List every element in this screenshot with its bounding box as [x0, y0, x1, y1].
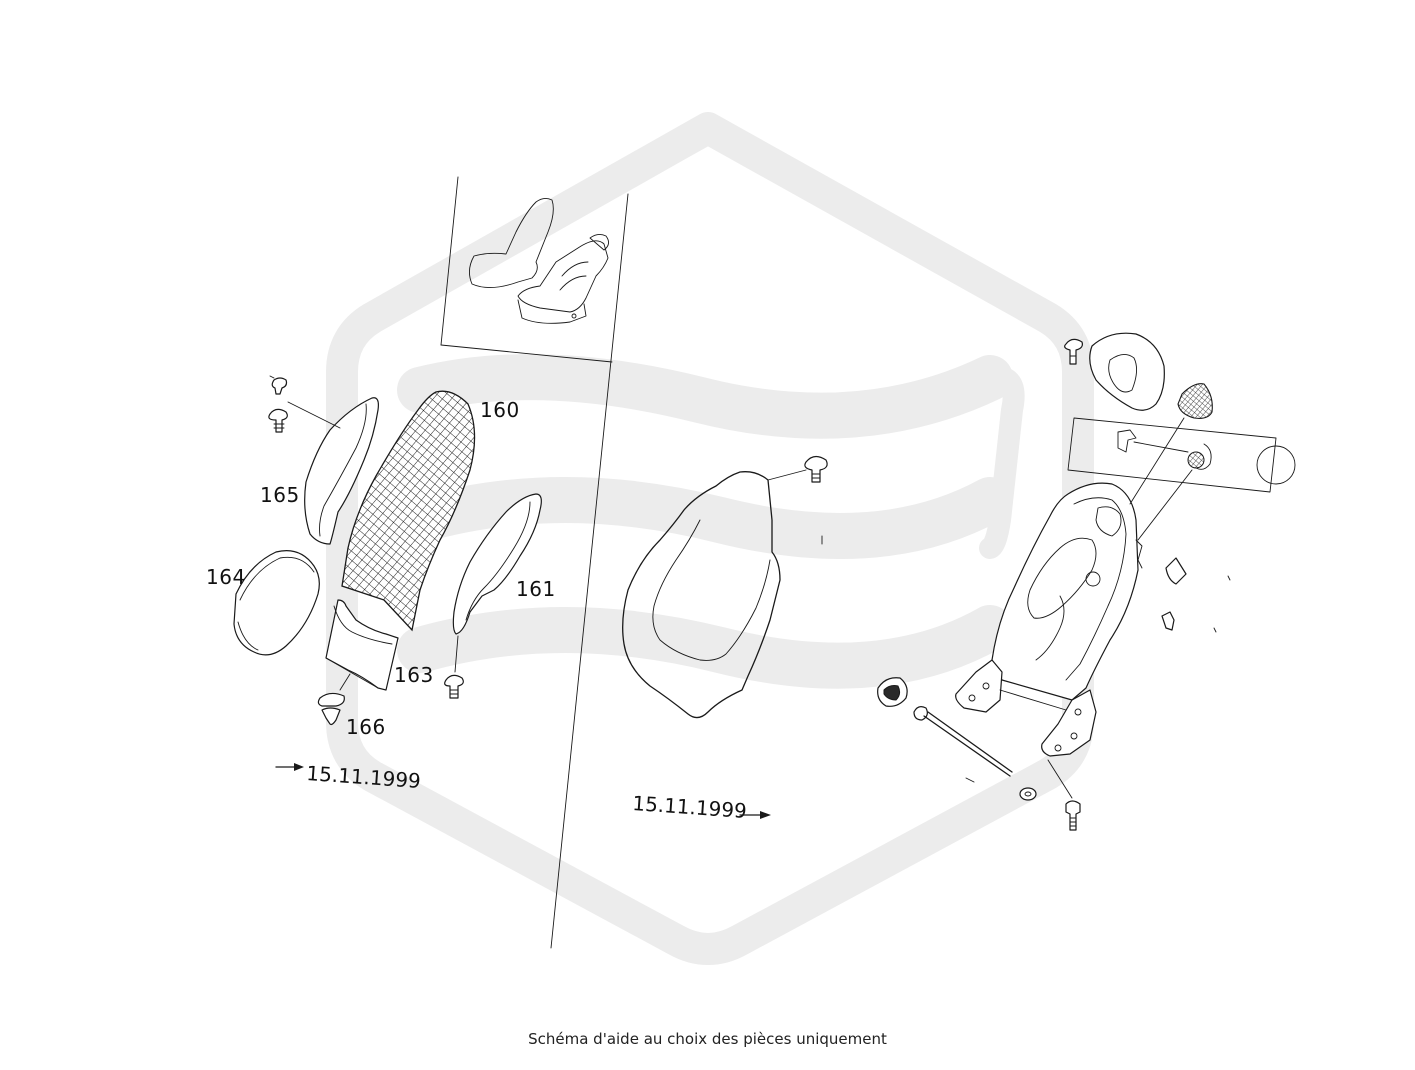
date-left: 15.11.1999: [306, 761, 422, 793]
part-161-side-trim: [452, 493, 542, 635]
date-marker-right: 15.11.1999: [632, 791, 771, 823]
right-arrow-icon: [294, 763, 304, 771]
callout-160: 160: [480, 398, 520, 422]
push-clip-left-top: [269, 375, 288, 395]
callout-165: 165: [260, 483, 300, 507]
mesh-speaker-cover: [1177, 383, 1213, 419]
part-165-side-trim: [287, 397, 379, 545]
headrest-trim: [1089, 332, 1165, 411]
bolt: [1047, 759, 1081, 831]
caption: Schéma d'aide au choix des pièces unique…: [528, 1030, 887, 1048]
date-marker-left: 15.11.1999: [275, 761, 422, 793]
part-164-cushion: [233, 550, 320, 656]
callout-163: 163: [394, 663, 434, 687]
small-clip-right: [1161, 557, 1231, 633]
push-clip-left-mid: [268, 408, 288, 433]
backrest-panel-outline: [622, 469, 823, 719]
seat-hinge-bracket: [955, 659, 1097, 757]
panel-divider: [440, 176, 629, 949]
seat-back-frame: [991, 482, 1143, 701]
date-right: 15.11.1999: [632, 791, 748, 823]
watermark-logo-icon: [326, 112, 1094, 965]
callout-164: 164: [206, 565, 246, 589]
adjuster-knob: [877, 677, 908, 707]
pivot-rod: [913, 706, 1013, 783]
callout-166: 166: [346, 715, 386, 739]
push-clip-middle: [804, 455, 828, 483]
callout-161: 161: [516, 577, 556, 601]
leader-lines: [1129, 417, 1193, 541]
part-166-clip: [317, 673, 351, 726]
part-163-lower-trim: [325, 599, 399, 691]
bracket-detail-box: [1067, 417, 1296, 493]
push-clip-161: [444, 635, 464, 699]
seat-overview-inset: [469, 197, 609, 324]
part-160-mesh-cover: [341, 390, 476, 632]
washer: [1019, 787, 1037, 801]
right-arrow-icon: [760, 811, 771, 819]
push-clip-headrest: [1064, 338, 1083, 365]
